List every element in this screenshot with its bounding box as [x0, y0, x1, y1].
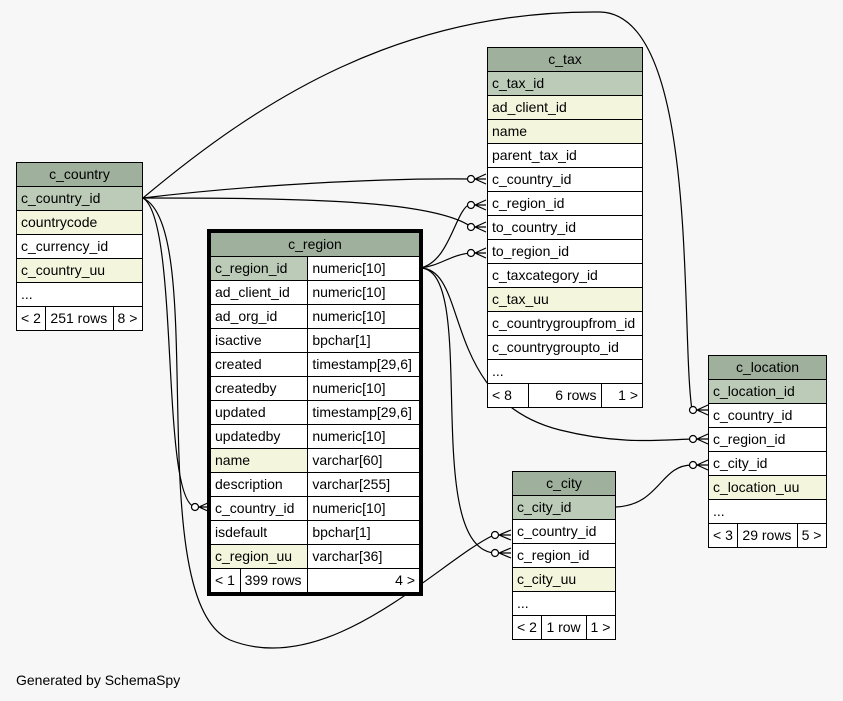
column-type: numeric[10]: [307, 304, 420, 329]
column-row[interactable]: name: [487, 119, 643, 144]
column-name[interactable]: ad_client_id: [209, 280, 309, 305]
column-row[interactable]: countrycode: [16, 210, 143, 235]
column-type: numeric[10]: [307, 280, 420, 305]
column-row[interactable]: ...: [708, 499, 827, 524]
edge-city-region: [419, 267, 495, 554]
column-type: numeric[10]: [307, 496, 420, 521]
table-title[interactable]: c_tax: [487, 47, 643, 72]
row-count: 29 rows: [737, 523, 798, 548]
column-type: varchar[36]: [307, 544, 420, 569]
column-row[interactable]: c_location_uu: [708, 475, 827, 500]
column-row[interactable]: c_region_id: [487, 191, 643, 216]
column-row[interactable]: c_country_id: [708, 403, 827, 428]
column-row[interactable]: to_region_id: [487, 239, 643, 264]
column-type: timestamp[29,6]: [307, 400, 420, 425]
column-row[interactable]: ...: [487, 359, 643, 384]
column-name[interactable]: c_region_id: [209, 256, 309, 281]
edge-location-region: [419, 267, 693, 442]
nav-prev[interactable]: < 1: [210, 568, 241, 593]
column-row[interactable]: c_countrygroupfrom_id: [487, 311, 643, 336]
table-c-country[interactable]: c_country c_country_id countrycode c_cur…: [15, 162, 144, 331]
nav-prev[interactable]: < 8: [486, 383, 530, 408]
column-row[interactable]: c_tax_uu: [487, 287, 643, 312]
column-row[interactable]: ...: [512, 591, 616, 616]
column-row[interactable]: c_country_id: [512, 519, 616, 544]
column-type: varchar[60]: [307, 448, 420, 473]
table-c-location[interactable]: c_location c_location_id c_country_id c_…: [707, 355, 828, 548]
table-title[interactable]: c_location: [708, 355, 827, 380]
column-type: numeric[10]: [307, 376, 420, 401]
column-row[interactable]: c_city_uu: [512, 567, 616, 592]
edge-tax-to-region: [419, 252, 471, 269]
column-row[interactable]: c_city_id: [512, 495, 616, 520]
column-type: varchar[255]: [307, 472, 420, 497]
nav-next[interactable]: 5 >: [796, 523, 828, 548]
nav-next[interactable]: 1 >: [600, 383, 644, 408]
column-name[interactable]: description: [209, 472, 309, 497]
column-name[interactable]: isdefault: [209, 520, 309, 545]
nav-next[interactable]: 1 >: [585, 615, 617, 640]
table-title[interactable]: c_region: [210, 232, 420, 257]
table-c-tax[interactable]: c_tax c_tax_id ad_client_id name parent_…: [486, 47, 644, 408]
column-row[interactable]: c_currency_id: [16, 234, 143, 259]
nav-prev[interactable]: < 3: [707, 523, 739, 548]
footer-credit: Generated by SchemaSpy: [16, 672, 181, 688]
row-count: 251 rows: [45, 306, 114, 331]
column-row[interactable]: parent_tax_id: [487, 143, 643, 168]
column-row[interactable]: c_city_id: [708, 451, 827, 476]
edge-tax-to-country: [142, 197, 471, 227]
edge-tax-country: [142, 178, 471, 199]
nav-prev[interactable]: < 2: [15, 306, 47, 331]
column-row[interactable]: c_taxcategory_id: [487, 263, 643, 288]
table-title[interactable]: c_city: [512, 471, 616, 496]
column-type: numeric[10]: [307, 424, 420, 449]
column-type: timestamp[29,6]: [307, 352, 420, 377]
column-name[interactable]: ad_org_id: [209, 304, 309, 329]
column-name[interactable]: c_country_id: [209, 496, 309, 521]
edge-location-city: [615, 464, 693, 508]
edge-tax-region: [419, 203, 471, 269]
edge-region-country: [142, 197, 196, 508]
column-name[interactable]: updated: [209, 400, 309, 425]
column-name[interactable]: c_region_uu: [209, 544, 309, 569]
column-row[interactable]: c_region_id: [512, 543, 616, 568]
column-name[interactable]: isactive: [209, 328, 309, 353]
column-row[interactable]: c_tax_id: [487, 71, 643, 96]
column-row[interactable]: c_country_uu: [16, 258, 143, 283]
column-type: bpchar[1]: [307, 520, 420, 545]
column-row[interactable]: c_countrygroupto_id: [487, 335, 643, 360]
row-count: 1 row: [541, 615, 587, 640]
column-row[interactable]: ad_client_id: [487, 95, 643, 120]
edge-location-country: [142, 11, 693, 411]
nav-next[interactable]: 4 >: [307, 568, 420, 593]
column-row[interactable]: c_country_id: [487, 167, 643, 192]
row-count: 399 rows: [239, 568, 309, 593]
column-row[interactable]: c_location_id: [708, 379, 827, 404]
row-count: 6 rows: [528, 383, 602, 408]
column-row[interactable]: ...: [16, 282, 143, 307]
column-type: bpchar[1]: [307, 328, 420, 353]
column-name[interactable]: name: [209, 448, 309, 473]
nav-next[interactable]: 8 >: [112, 306, 144, 331]
column-name[interactable]: updatedby: [209, 424, 309, 449]
column-name[interactable]: created: [209, 352, 309, 377]
column-row[interactable]: to_country_id: [487, 215, 643, 240]
nav-prev[interactable]: < 2: [511, 615, 543, 640]
table-title[interactable]: c_country: [16, 162, 143, 187]
column-type: numeric[10]: [307, 256, 420, 281]
column-row[interactable]: c_region_id: [708, 427, 827, 452]
column-name[interactable]: createdby: [209, 376, 309, 401]
column-row[interactable]: c_country_id: [16, 186, 143, 211]
table-c-city[interactable]: c_city c_city_id c_country_id c_region_i…: [511, 471, 617, 640]
